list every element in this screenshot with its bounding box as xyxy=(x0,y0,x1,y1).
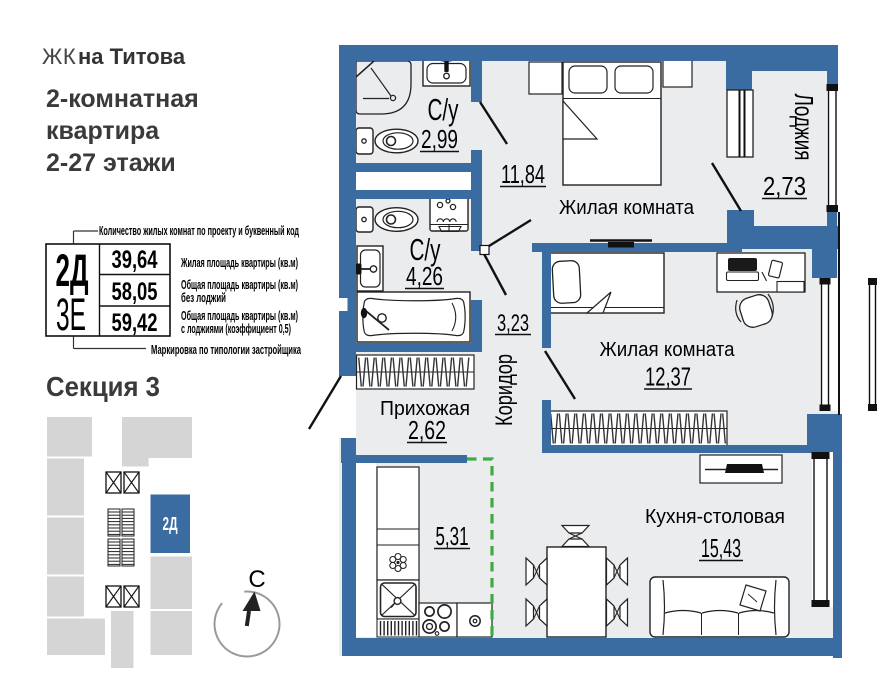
svg-text:Прихожая: Прихожая xyxy=(380,398,470,420)
svg-text:2-комнатная: 2-комнатная xyxy=(46,85,199,113)
svg-text:Кухня-столовая: Кухня-столовая xyxy=(645,506,785,528)
svg-text:39,64: 39,64 xyxy=(112,246,158,274)
svg-text:3Е: 3Е xyxy=(56,289,86,340)
svg-text:квартира: квартира xyxy=(46,117,160,145)
svg-text:2,99: 2,99 xyxy=(421,124,458,154)
svg-text:Жилая комната: Жилая комната xyxy=(600,339,736,361)
svg-text:4,26: 4,26 xyxy=(406,261,443,291)
svg-text:Лоджия: Лоджия xyxy=(789,94,819,161)
svg-text:Жилая площадь квартиры (кв.м): Жилая площадь квартиры (кв.м) xyxy=(180,255,298,270)
svg-text:15,43: 15,43 xyxy=(701,533,741,563)
svg-text:5,31: 5,31 xyxy=(436,521,469,551)
svg-text:с лоджиями (коэффициент 0,5): с лоджиями (коэффициент 0,5) xyxy=(181,321,291,336)
svg-text:Маркировка по типологии застро: Маркировка по типологии застройщика xyxy=(151,342,301,357)
svg-text:12,37: 12,37 xyxy=(645,362,691,392)
svg-text:без лоджий: без лоджий xyxy=(181,290,226,305)
svg-text:Коридор: Коридор xyxy=(491,354,518,426)
svg-text:Количество жилых комнат по про: Количество жилых комнат по проекту и бук… xyxy=(99,223,299,238)
svg-text:58,05: 58,05 xyxy=(112,278,158,306)
svg-text:3,23: 3,23 xyxy=(497,310,529,337)
svg-text:Секция 3: Секция 3 xyxy=(46,371,160,402)
svg-text:С/у: С/у xyxy=(410,232,441,267)
svg-text:Общая площадь квартиры (кв.м): Общая площадь квартиры (кв.м) xyxy=(181,308,298,323)
svg-text:2Д: 2Д xyxy=(56,245,89,296)
svg-text:С/у: С/у xyxy=(428,92,459,127)
svg-text:Жилая комната: Жилая комната xyxy=(559,197,695,219)
svg-text:С: С xyxy=(248,566,265,593)
svg-text:2-27 этажи: 2-27 этажи xyxy=(46,149,176,177)
svg-text:59,42: 59,42 xyxy=(112,309,158,337)
svg-text:11,84: 11,84 xyxy=(501,159,545,189)
svg-text:Общая площадь квартиры (кв.м): Общая площадь квартиры (кв.м) xyxy=(181,277,298,292)
svg-text:ЖК: ЖК xyxy=(42,44,76,69)
svg-text:2,62: 2,62 xyxy=(408,415,446,445)
svg-text:2Д: 2Д xyxy=(163,514,178,534)
svg-text:2,73: 2,73 xyxy=(763,171,806,201)
svg-text:на Титова: на Титова xyxy=(78,44,186,69)
